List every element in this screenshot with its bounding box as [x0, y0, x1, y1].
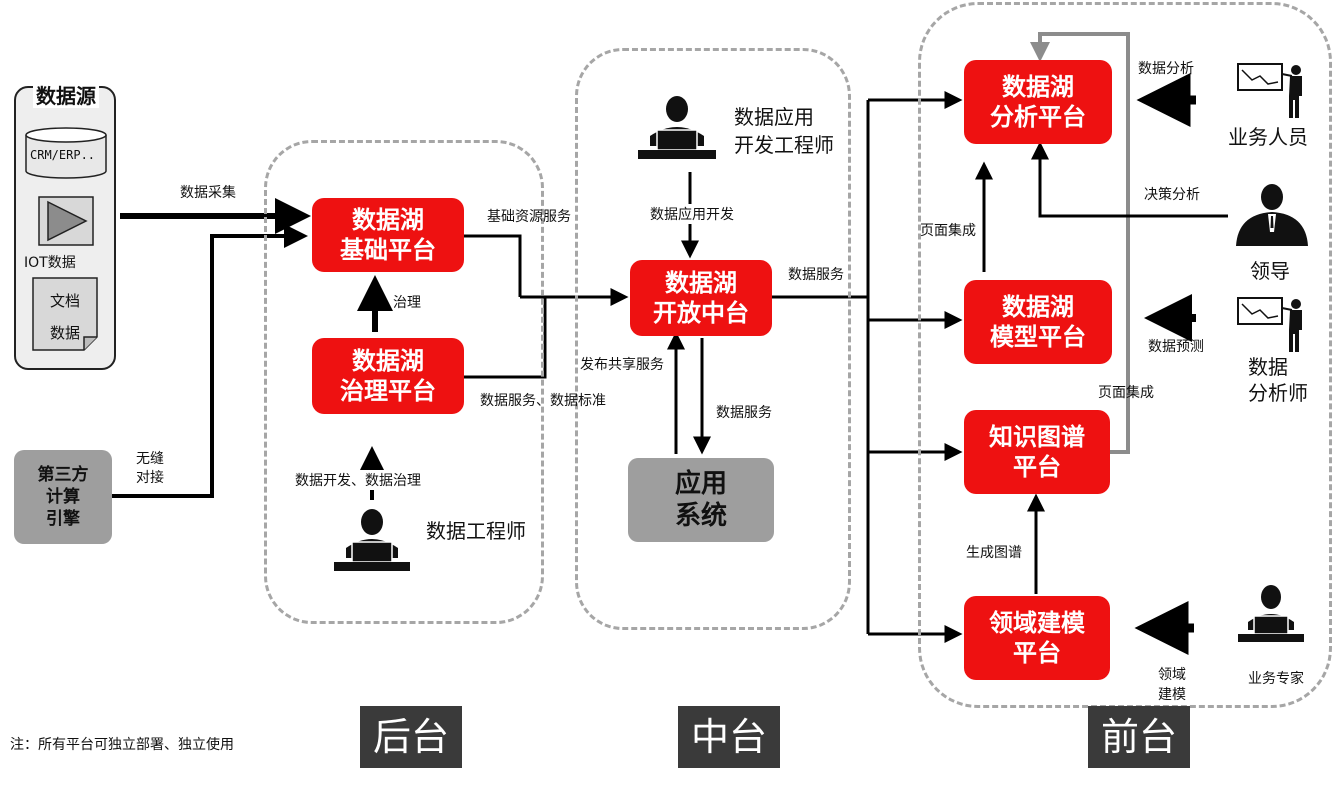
- datasource-doc-line2: 数据: [50, 324, 81, 342]
- label-domain-model-2: 建模: [1158, 687, 1186, 703]
- footnote: 注：所有平台可独立部署、独立使用: [10, 737, 234, 753]
- platform-domain-modeling[interactable]: 领域建模 平台: [964, 596, 1110, 680]
- platform-domain-line2: 平台: [1013, 639, 1061, 667]
- datasource-crm: CRM/ERP..: [30, 148, 96, 162]
- platform-analysis[interactable]: 数据湖 分析平台: [964, 60, 1112, 144]
- database-icon: [25, 127, 107, 179]
- person-app-dev-engineer-icon: [638, 96, 716, 159]
- third-party-line2: 计算: [46, 487, 80, 507]
- role-data-engineer: 数据工程师: [426, 519, 526, 543]
- app-system-line2: 系统: [674, 501, 727, 531]
- role-analyst-2: 分析师: [1248, 381, 1308, 405]
- platform-knowledge-graph[interactable]: 知识图谱 平台: [964, 410, 1110, 494]
- platform-model-line2: 模型平台: [990, 323, 1086, 351]
- platform-knowledge-line1: 知识图谱: [989, 423, 1085, 451]
- label-publish-share: 发布共享服务: [580, 357, 664, 373]
- label-govern: 治理: [393, 295, 421, 311]
- app-system-box[interactable]: 应用 系统: [628, 458, 774, 542]
- datasource-title: 数据源: [33, 84, 99, 108]
- platform-model-line1: 数据湖: [1002, 293, 1074, 321]
- platform-knowledge-line2: 平台: [1013, 453, 1061, 481]
- label-data-analysis: 数据分析: [1138, 61, 1194, 77]
- platform-open-middle-line1: 数据湖: [665, 269, 737, 297]
- person-leader-icon: [1236, 184, 1308, 246]
- stage-middle: 中台: [678, 706, 780, 768]
- label-page-integration-1: 页面集成: [920, 223, 976, 239]
- document-icon: [32, 277, 98, 351]
- stage-front: 前台: [1088, 706, 1190, 768]
- person-data-engineer-icon: [334, 509, 410, 571]
- label-decision-analysis: 决策分析: [1144, 187, 1200, 203]
- platform-open-middle[interactable]: 数据湖 开放中台: [630, 260, 772, 336]
- platform-domain-line1: 领域建模: [989, 609, 1085, 637]
- label-app-dev: 数据应用开发: [650, 204, 734, 224]
- platform-analysis-line2: 分析平台: [990, 103, 1086, 131]
- label-dev-govern: 数据开发、数据治理: [295, 470, 421, 490]
- label-basic-resource-service: 基础资源服务: [487, 209, 571, 225]
- datasource-iot: IOT数据: [24, 255, 76, 271]
- third-party-line3: 引擎: [46, 509, 80, 529]
- role-analyst-1: 数据: [1248, 355, 1288, 379]
- label-seamless-1: 无缝: [136, 451, 164, 467]
- role-business-staff: 业务人员: [1228, 125, 1308, 149]
- datasource-doc-line1: 文档: [50, 292, 81, 310]
- role-business-expert: 业务专家: [1248, 671, 1304, 687]
- platform-basic-line1: 数据湖: [352, 206, 424, 234]
- platform-governance[interactable]: 数据湖 治理平台: [312, 338, 464, 414]
- analyst-board-icon: [1237, 297, 1302, 352]
- platform-governance-line1: 数据湖: [352, 347, 424, 375]
- person-business-expert-icon: [1238, 585, 1304, 642]
- label-gen-graph: 生成图谱: [966, 545, 1022, 561]
- platform-analysis-line1: 数据湖: [1002, 73, 1074, 101]
- stage-back: 后台: [360, 706, 462, 768]
- third-party-engine-box[interactable]: 第三方 计算 引擎: [14, 450, 112, 544]
- label-data-service-mid: 数据服务: [716, 405, 772, 421]
- platform-basic[interactable]: 数据湖 基础平台: [312, 198, 464, 272]
- zone-back: [264, 140, 544, 624]
- role-app-dev-engineer-1: 数据应用: [734, 105, 814, 129]
- play-icon: [38, 196, 94, 246]
- label-data-collect: 数据采集: [180, 185, 236, 201]
- app-system-line1: 应用: [674, 469, 727, 499]
- presentation-board-icon: [1237, 63, 1302, 118]
- role-app-dev-engineer-2: 开发工程师: [734, 133, 834, 157]
- platform-open-middle-line2: 开放中台: [653, 299, 749, 327]
- platform-model[interactable]: 数据湖 模型平台: [964, 280, 1112, 364]
- third-party-line1: 第三方: [37, 465, 89, 485]
- platform-basic-line2: 基础平台: [340, 236, 436, 264]
- role-leader: 领导: [1250, 259, 1290, 283]
- label-seamless-2: 对接: [136, 470, 164, 486]
- label-data-service-standard: 数据服务、数据标准: [480, 393, 606, 409]
- label-page-integration-2: 页面集成: [1098, 385, 1154, 401]
- platform-governance-line2: 治理平台: [340, 377, 436, 405]
- label-domain-model-1: 领域: [1158, 667, 1186, 683]
- zone-middle: [575, 48, 851, 630]
- label-data-forecast: 数据预测: [1148, 339, 1204, 355]
- label-data-service-top: 数据服务: [788, 267, 844, 283]
